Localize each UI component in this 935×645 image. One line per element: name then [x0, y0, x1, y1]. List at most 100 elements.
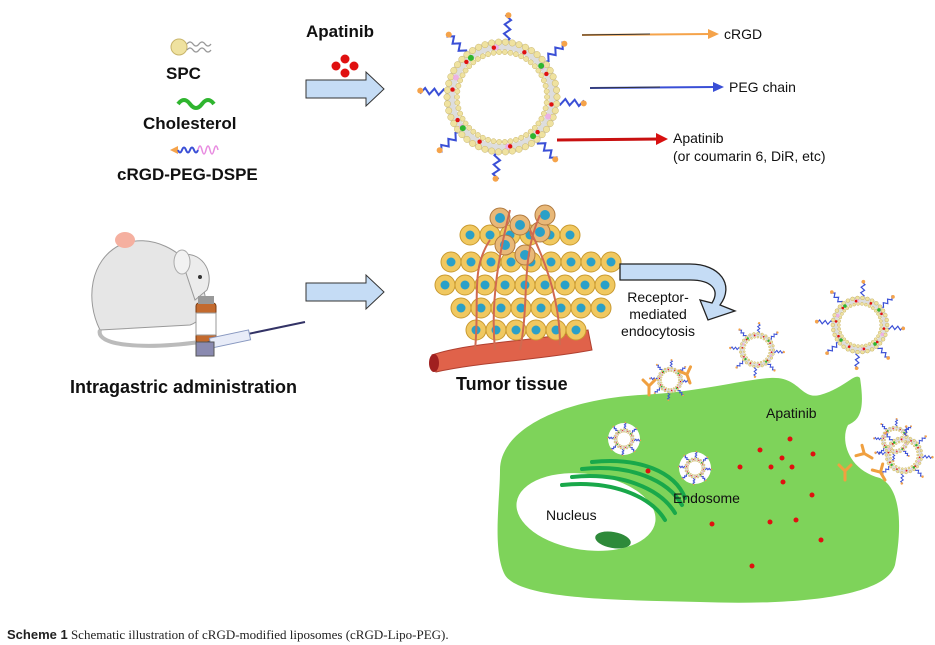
drug-molecule	[667, 368, 669, 371]
drug-molecule	[769, 342, 771, 345]
peg-chain	[902, 449, 910, 457]
liposome-diagram	[417, 12, 587, 182]
cholesterol	[660, 385, 663, 388]
drug-molecule	[702, 468, 704, 470]
cell-apatinib-label: Apatinib	[766, 405, 817, 421]
liposome-in-endosome	[606, 421, 642, 457]
crgd-ligand	[880, 422, 883, 425]
crgd-ligand	[621, 454, 624, 457]
drug-molecule	[766, 359, 769, 362]
crgd-ligand	[884, 432, 887, 435]
drug-molecule	[615, 442, 618, 444]
crgd-ligand	[639, 439, 642, 442]
drug-molecule	[902, 447, 904, 449]
peg-chain	[886, 324, 904, 331]
drug-molecule	[847, 345, 851, 348]
drug-molecule	[910, 439, 912, 442]
cholesterol	[915, 443, 918, 447]
peg-chain-annotation: PEG chain	[729, 79, 796, 95]
drug-molecule	[522, 50, 527, 55]
peg-chain	[875, 450, 887, 456]
drug-molecule	[631, 439, 633, 441]
crgd-ligand	[417, 87, 424, 94]
crgd-ligand	[825, 351, 829, 355]
peg-chain	[623, 422, 627, 430]
drug-molecule	[891, 443, 894, 445]
endocytosis-label-line2: mediated	[629, 306, 687, 322]
peg-chain	[827, 341, 840, 355]
capillary	[474, 239, 491, 351]
apatinib-molecule	[789, 464, 795, 470]
apatinib-molecule	[645, 468, 651, 474]
drug-molecule	[676, 386, 679, 389]
legend-spc-label: SPC	[166, 64, 201, 83]
apatinib-molecule	[818, 537, 824, 543]
endocytosis-label-line3: endocytosis	[621, 323, 695, 339]
crgd-ligand	[648, 377, 651, 380]
drug-molecule	[741, 346, 744, 349]
cholesterol	[677, 372, 680, 375]
crgd-ligand	[931, 456, 934, 459]
apatinib-molecule	[749, 563, 755, 569]
cholesterol	[901, 448, 904, 450]
crgd-ligand	[782, 350, 785, 354]
crgd-ligand	[692, 483, 695, 486]
drug-molecule	[477, 139, 482, 144]
payload-pointer-arrow	[556, 133, 668, 145]
drug-molecule	[455, 117, 460, 123]
endocytosis-label: Receptor- mediated endocytosis	[617, 289, 699, 340]
peg-chain	[882, 465, 891, 475]
crgd-ligand	[610, 448, 613, 451]
peg-chain	[899, 472, 905, 484]
cholesterol	[746, 337, 749, 340]
legend-crgd-peg-dspe-label: cRGD-PEG-DSPE	[117, 165, 258, 184]
peg-chain	[419, 86, 449, 97]
crgd-ligand	[704, 479, 707, 482]
cholesterol	[700, 461, 703, 464]
legend-cholesterol-label: Cholesterol	[143, 114, 237, 133]
peg-chain	[446, 35, 468, 57]
drug-molecule	[880, 312, 883, 316]
peg-chain	[502, 14, 513, 44]
peg-chain	[736, 360, 745, 369]
drug-label: Apatinib	[306, 22, 374, 41]
drug-molecule	[679, 380, 682, 383]
crgd-ligand	[905, 425, 908, 428]
drug-molecule	[900, 438, 903, 441]
peg-chain	[491, 150, 502, 180]
crgd-ligand	[653, 392, 656, 395]
peg-chain	[914, 468, 924, 477]
crgd-ligand	[886, 356, 890, 360]
drug-molecule	[886, 431, 888, 433]
drug-molecule	[688, 461, 690, 463]
crgd-ligand	[861, 279, 866, 284]
peg-chain	[542, 41, 564, 63]
crgd-ligand	[445, 31, 452, 38]
cholesterol	[538, 62, 545, 69]
drug-molecule	[658, 377, 661, 380]
drug-molecule	[884, 444, 886, 446]
drug-molecule	[905, 469, 908, 472]
crgd-ligand	[910, 425, 913, 428]
payload-annotation-line2: (or coumarin 6, DiR, etc)	[673, 148, 826, 164]
drug-molecule	[882, 327, 886, 330]
liposome-small	[729, 322, 785, 378]
crgd-peg-dspe-icon	[170, 145, 219, 155]
capillary	[492, 209, 511, 351]
crgd-ligand	[891, 295, 895, 299]
apatinib-molecule	[737, 464, 743, 470]
drug-molecule	[889, 461, 891, 464]
crgd-ligand	[776, 331, 779, 334]
crgd-ligand	[561, 40, 568, 47]
drug-molecule	[549, 102, 554, 107]
cholesterol	[877, 308, 881, 312]
peg-chain	[692, 477, 696, 485]
capillary	[529, 229, 561, 346]
drug-molecule	[695, 475, 697, 477]
caption-prefix: Scheme 1	[7, 627, 68, 642]
drug-molecule	[671, 389, 673, 392]
peg-chain	[440, 131, 462, 153]
peg-chain	[753, 365, 758, 378]
drug-molecule	[700, 473, 702, 475]
crgd-ligand	[695, 450, 698, 453]
